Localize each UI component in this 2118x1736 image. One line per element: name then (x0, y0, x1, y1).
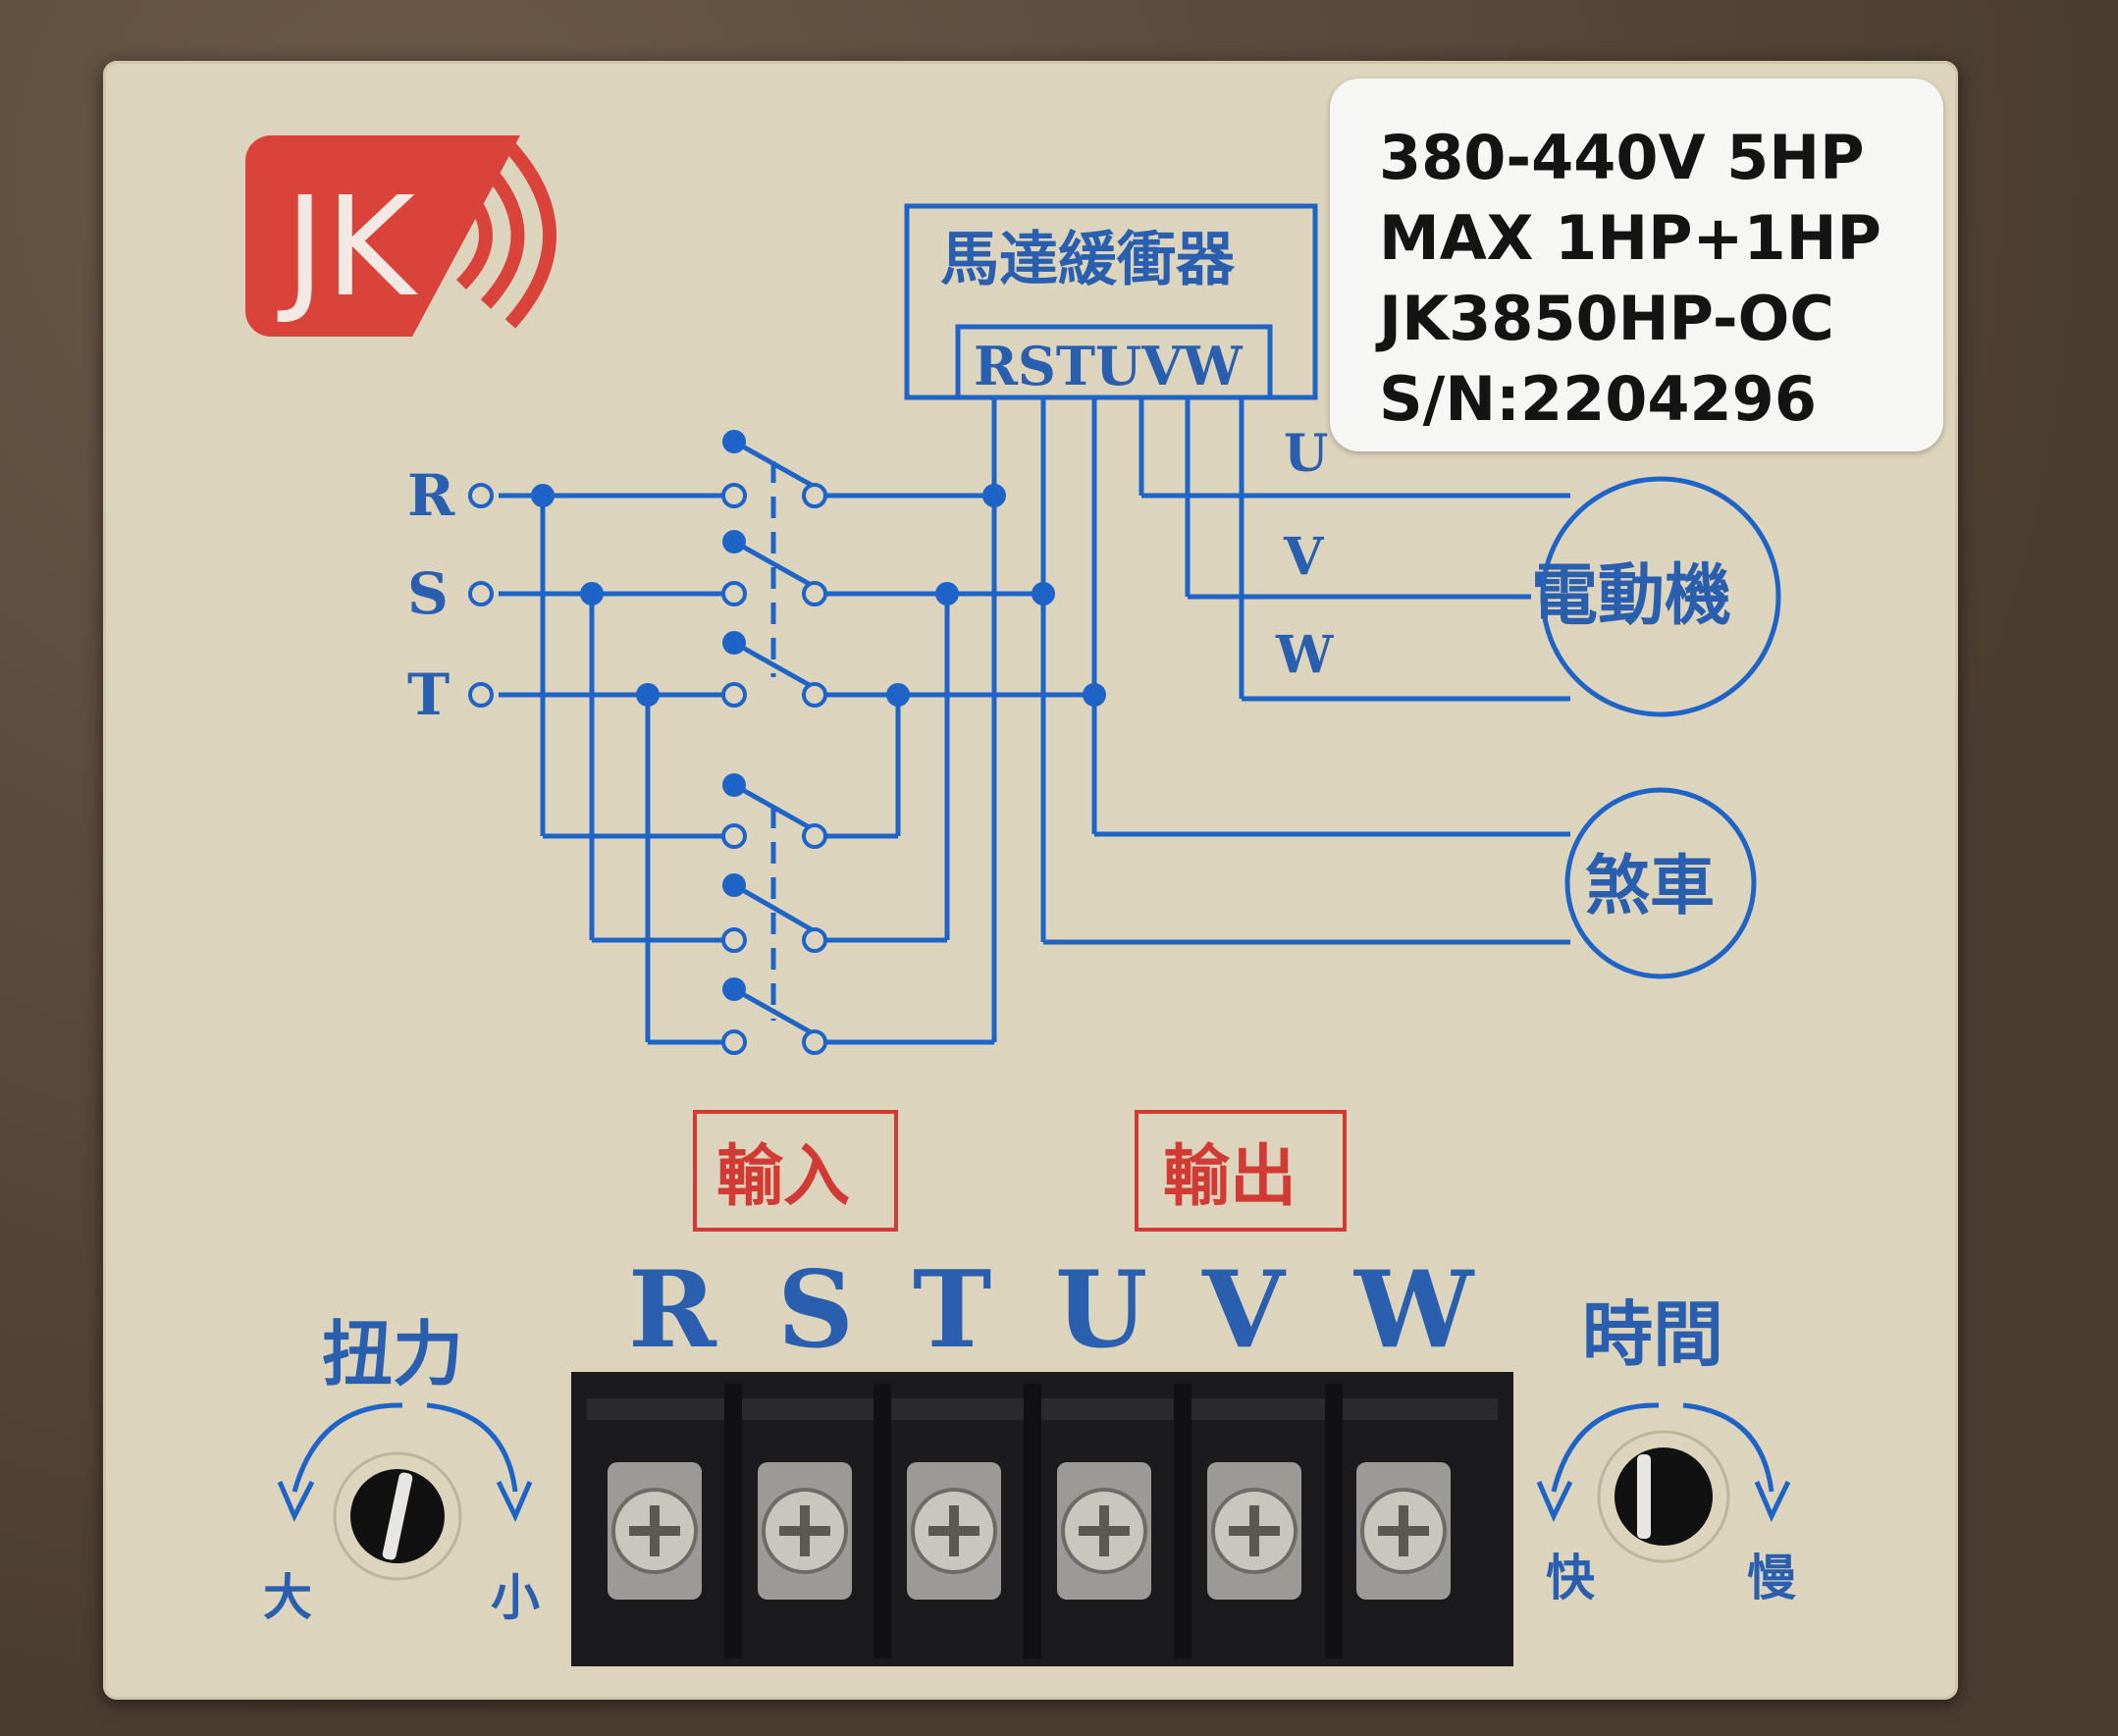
switch-contacts (468, 483, 827, 1055)
time-slow-label: 慢 (1747, 1549, 1796, 1606)
spec-line-serial: S/N:2204296 (1379, 363, 1817, 435)
input-phase-r: R (407, 462, 455, 529)
torque-knob-group: 扭力 大 小 (263, 1312, 540, 1626)
jk-logo: JK (245, 135, 556, 337)
terminal-letter-u: U (1055, 1248, 1147, 1372)
terminal-letter-w: W (1353, 1248, 1475, 1372)
terminal-block (571, 1372, 1513, 1666)
logo-text: JK (277, 168, 418, 328)
terminal-screws[interactable] (608, 1462, 1451, 1600)
output-phase-w: W (1275, 625, 1335, 685)
time-knob-group: 時間 快 慢 (1536, 1292, 1796, 1606)
torque-title: 扭力 (322, 1312, 463, 1395)
input-section-box: 輸入 (693, 1110, 898, 1232)
terminal-letter-s: S (777, 1248, 854, 1372)
input-section-label: 輸入 (716, 1137, 850, 1216)
motor-label: 電動機 (1531, 556, 1731, 635)
time-title: 時間 (1582, 1292, 1723, 1376)
torque-min-label: 大 (263, 1568, 312, 1626)
spec-line-model: JK3850HP-OC (1379, 283, 1834, 354)
junction-dots (531, 430, 1106, 1001)
spec-line-voltage: 380-440V 5HP (1379, 122, 1865, 193)
input-phase-t: T (407, 661, 450, 728)
brake-label: 煞車 (1585, 847, 1715, 923)
spec-line-max: MAX 1HP+1HP (1379, 202, 1881, 274)
wiring-lines (499, 203, 1781, 1045)
output-section-label: 輸出 (1163, 1137, 1297, 1216)
spec-label: 380-440V 5HP MAX 1HP+1HP JK3850HP-OC S/N… (1330, 79, 1943, 451)
terminal-letters: R S T U V W (628, 1248, 1475, 1372)
module-title: 馬達緩衝器 (940, 226, 1236, 294)
terminal-letter-r: R (628, 1248, 717, 1372)
output-phase-u: U (1284, 424, 1328, 484)
terminal-letter-v: V (1201, 1248, 1287, 1372)
time-knob[interactable] (1615, 1447, 1713, 1546)
output-section-box: 輸出 (1135, 1110, 1347, 1232)
terminal-letter-t: T (913, 1248, 991, 1372)
module-terminals: RSTUVW (974, 335, 1244, 397)
output-phase-v: V (1283, 527, 1325, 587)
input-phase-s: S (407, 560, 449, 627)
time-fast-label: 快 (1546, 1549, 1596, 1606)
torque-max-label: 小 (491, 1568, 540, 1626)
